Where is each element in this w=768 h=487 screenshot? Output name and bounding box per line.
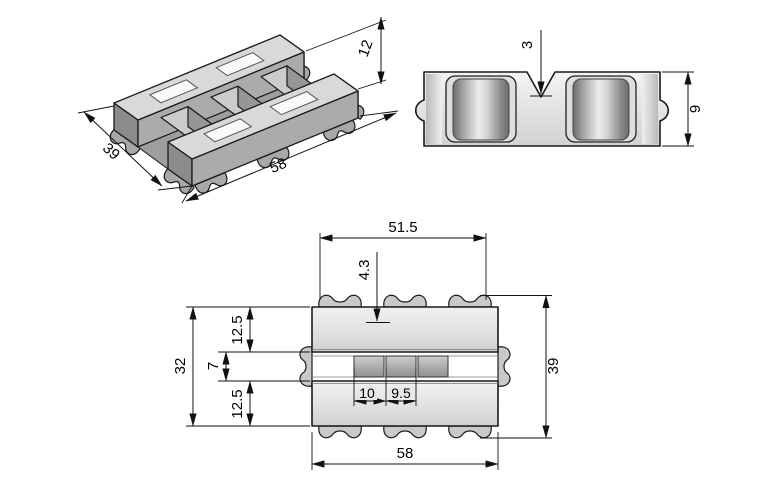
- label-mask: [358, 387, 377, 400]
- plan-dim-span-inner: 51.5: [388, 219, 417, 236]
- tooth-top: [383, 294, 427, 308]
- label-mask: [388, 387, 415, 400]
- extension-line: [77, 105, 115, 114]
- dimension-line-58: [185, 112, 397, 202]
- far-rail-slot: [148, 79, 199, 104]
- iso-dim-height: 12: [355, 38, 377, 59]
- tooth-bottom: [383, 425, 427, 439]
- plan-dim-pitch: 10: [359, 385, 375, 401]
- plan-dim-row-bottom: 12.5: [229, 389, 246, 418]
- cross-slot: [353, 355, 385, 378]
- tooth-left: [299, 346, 313, 387]
- tooth-bottom: [318, 425, 362, 439]
- edge-shading-left: [426, 74, 442, 144]
- isometric-view: 12 39 58: [77, 16, 399, 204]
- plan-dim-slot-width: 9.5: [391, 385, 411, 401]
- rail-bar-top: [311, 306, 499, 353]
- plan-dim-length-overall: 58: [397, 445, 414, 462]
- dimension-line-39: [83, 111, 163, 187]
- plan-teeth: [299, 294, 511, 439]
- extension-line: [359, 110, 399, 117]
- tooth-right: [497, 346, 511, 387]
- tooth-top: [448, 294, 492, 308]
- plan-view: 51.5 4.3 12.5 7 12.5 32 39: [172, 219, 562, 470]
- plan-dim-width-inner: 32: [172, 358, 189, 375]
- plan-dim-row-top: 12.5: [229, 315, 246, 344]
- plan-dimensions: 51.5 4.3 12.5 7 12.5 32 39: [172, 219, 562, 470]
- front-dim-notch: 3: [519, 41, 536, 49]
- extension-line: [357, 79, 387, 90]
- front-dimensions: 3 9: [519, 30, 704, 147]
- roller-groove-left: [452, 78, 510, 141]
- plan-dim-width-overall: 39: [545, 358, 562, 375]
- front-dim-height: 9: [687, 105, 704, 113]
- near-rail-slot: [269, 91, 319, 116]
- cross-slot: [417, 355, 449, 378]
- tooth-top: [318, 294, 362, 308]
- plan-dim-gap: 7: [205, 362, 222, 370]
- plan-dim-tooth-offset: 4.3: [356, 260, 373, 281]
- front-view: 3 9: [414, 30, 704, 147]
- extension-line: [305, 19, 387, 52]
- roller-groove-right: [572, 78, 630, 141]
- iso-dim-length: 58: [267, 155, 289, 177]
- tooth-bottom: [448, 425, 492, 439]
- cross-slot: [385, 355, 417, 378]
- edge-shading-right: [642, 74, 658, 144]
- far-rail-slot: [215, 52, 265, 77]
